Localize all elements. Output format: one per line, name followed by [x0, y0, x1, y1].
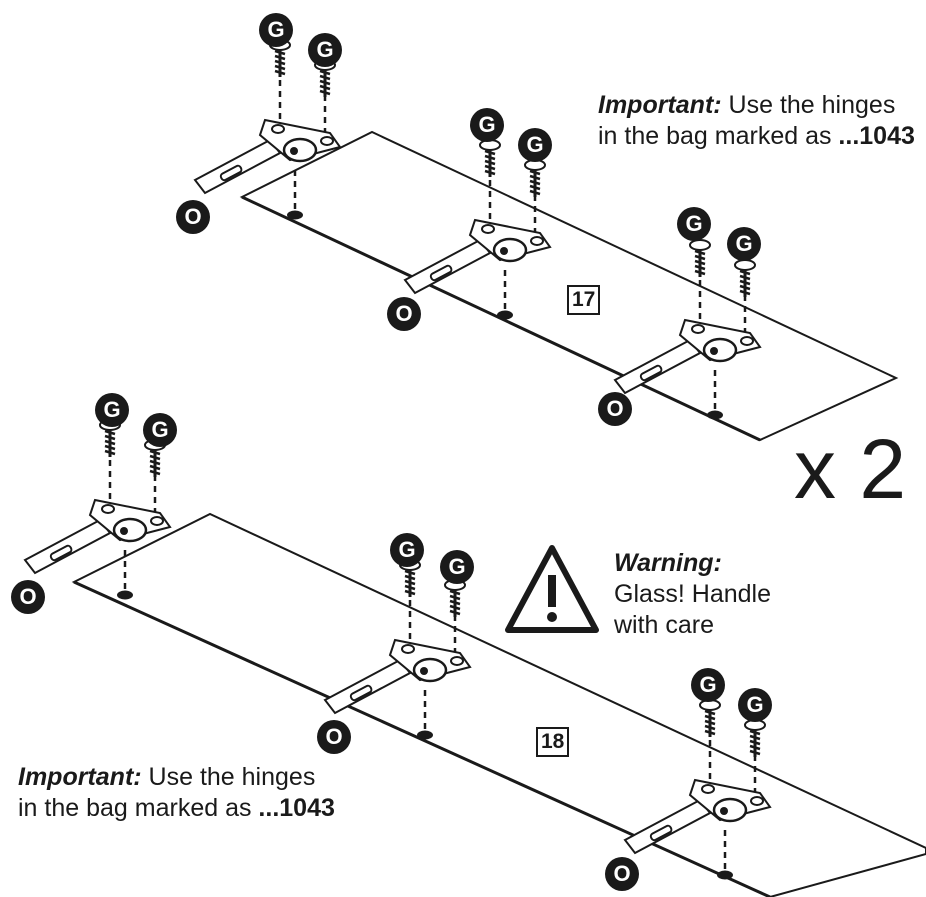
screw-icon	[734, 259, 756, 297]
screw-icon	[444, 579, 466, 617]
important-line2: in the bag marked as	[18, 794, 259, 822]
hinge-label-badge: O	[387, 297, 421, 331]
important-note-top: Important: Use the hinges in the bag mar…	[598, 90, 926, 152]
important-line2: in the bag marked as	[598, 122, 839, 150]
screw-icon	[524, 159, 546, 197]
hinge-assembly	[193, 39, 342, 220]
important-label: Important:	[18, 763, 142, 791]
screw-icon	[744, 719, 766, 757]
bag-code: ...1043	[838, 122, 915, 150]
screw-label-badge: G	[518, 128, 552, 162]
bag-code: ...1043	[258, 794, 335, 822]
drill-hole	[717, 870, 733, 880]
screw-label-badge: G	[738, 688, 772, 722]
warning-note: Warning: Glass! Handle with care	[614, 548, 771, 641]
warning-title: Warning:	[614, 549, 722, 577]
hinge-label-badge: O	[598, 392, 632, 426]
hinge-assembly	[23, 419, 172, 600]
hinge-cup	[702, 337, 738, 363]
glass-panel-bottom	[71, 512, 926, 897]
quantity-multiplier: x 2	[794, 422, 907, 516]
hinge-label-badge: O	[176, 200, 210, 234]
screw-icon	[479, 139, 501, 177]
screw-label-badge: G	[143, 413, 177, 447]
screw-icon	[269, 39, 291, 77]
drill-hole	[707, 410, 723, 420]
warning-line2: with care	[614, 611, 715, 639]
hinge-cup	[492, 237, 528, 263]
hinge-cup	[282, 137, 318, 163]
screw-label-badge: G	[440, 550, 474, 584]
hinge-assembly	[623, 699, 772, 880]
screw-label-badge: G	[691, 668, 725, 702]
screw-label-badge: G	[308, 33, 342, 67]
screw-label-badge: G	[677, 207, 711, 241]
screw-icon	[689, 239, 711, 277]
important-label: Important:	[598, 91, 722, 119]
hinge-assembly	[403, 139, 552, 320]
drill-hole	[287, 210, 303, 220]
hinge-cup	[112, 517, 148, 543]
screw-label-badge: G	[95, 393, 129, 427]
drill-hole	[497, 310, 513, 320]
warning-triangle-icon	[505, 545, 599, 633]
screw-label-badge: G	[390, 533, 424, 567]
step-number-18: 18	[536, 727, 570, 757]
important-text: Use the hinges	[721, 91, 896, 119]
warning-line1: Glass! Handle	[614, 580, 772, 608]
important-note-bottom: Important: Use the hinges in the bag mar…	[18, 762, 335, 824]
hinge-label-badge: O	[11, 580, 45, 614]
hinge-cup	[412, 657, 448, 683]
hinge-label-badge: O	[605, 857, 639, 891]
drill-hole	[117, 590, 133, 600]
hinge-label-badge: O	[317, 720, 351, 754]
hinge-assembly	[613, 239, 762, 420]
drill-hole	[417, 730, 433, 740]
hinge-cup	[712, 797, 748, 823]
step-number-17: 17	[567, 285, 601, 315]
screw-icon	[699, 699, 721, 737]
screw-label-badge: G	[259, 13, 293, 47]
important-text: Use the hinges	[141, 763, 316, 791]
screw-label-badge: G	[470, 108, 504, 142]
screw-label-badge: G	[727, 227, 761, 261]
hinge-assembly	[323, 559, 472, 740]
